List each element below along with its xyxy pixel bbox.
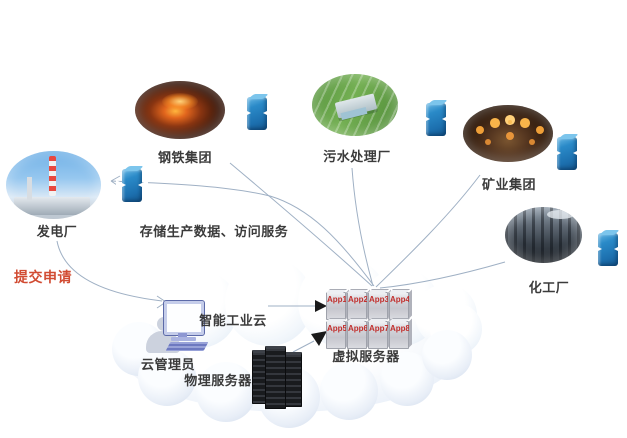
power-plant-label: 发电厂 (36, 224, 78, 239)
app-label: App5 (327, 324, 347, 333)
app-label: App8 (390, 324, 410, 333)
cloud-puff (320, 362, 378, 420)
line-cloud-to-power (110, 180, 375, 287)
line-mining-to-cloud (375, 174, 481, 288)
cloud-puff (422, 330, 472, 380)
app-box: App6 (347, 321, 368, 349)
sewage-plant-label: 污水处理厂 (323, 149, 391, 164)
virtual-server-label: 虚拟服务器 (332, 349, 400, 364)
cloud-puff (196, 362, 256, 422)
monitor-base (171, 337, 196, 341)
app-box: App8 (389, 321, 410, 349)
line-sewage-to-cloud (351, 167, 374, 287)
cloud-puff (138, 348, 196, 406)
keyboard-icon (165, 342, 209, 351)
computer-monitor-icon (163, 300, 205, 336)
steel-group-photo (135, 81, 225, 139)
line-chemical-to-cloud (379, 261, 506, 289)
sewage-plant-photo (312, 74, 398, 136)
cloud-admin-label: 云管理员 (140, 357, 196, 372)
data-exchange-icon-sewage (420, 103, 452, 136)
app-label: App2 (348, 295, 368, 304)
data-exchange-icon-mining (551, 137, 583, 170)
server-tower-icon (265, 346, 286, 409)
data-exchange-icon-chemical (592, 233, 624, 266)
power-plant-photo (6, 151, 101, 219)
mining-group-label: 矿业集团 (481, 177, 537, 192)
mining-group-photo (463, 105, 553, 162)
app-box: App4 (389, 292, 410, 320)
store-access-annotation: 存储生产数据、访问服务 (139, 224, 289, 239)
physical-server-label: 物理服务器 (184, 373, 252, 388)
app-box: App3 (368, 292, 389, 320)
arrowhead-apps-row2 (311, 331, 327, 346)
chemical-plant-label: 化工厂 (528, 280, 570, 295)
smart-cloud-label: 智能工业云 (199, 313, 267, 328)
app-box: App7 (368, 321, 389, 349)
app-label: App6 (348, 324, 368, 333)
app-box: App1 (326, 292, 347, 320)
chemical-plant-photo (505, 207, 582, 263)
line-servers-to-apps (292, 340, 315, 353)
monitor-stand (178, 333, 187, 338)
app-box: App5 (326, 321, 347, 349)
app-label: App1 (327, 295, 347, 304)
line-submit-request (56, 240, 163, 302)
app-label: App3 (369, 295, 389, 304)
app-label: App7 (369, 324, 389, 333)
steel-group-label: 钢铁集团 (157, 150, 213, 165)
arrowhead-apps-row1 (315, 300, 327, 312)
line-steel-to-cloud (229, 162, 373, 287)
data-exchange-icon-steel (241, 97, 273, 130)
submit-request-annotation: 提交申请 (14, 269, 72, 285)
app-box: App2 (347, 292, 368, 320)
app-label: App4 (390, 295, 410, 304)
data-exchange-icon-power (116, 169, 148, 202)
